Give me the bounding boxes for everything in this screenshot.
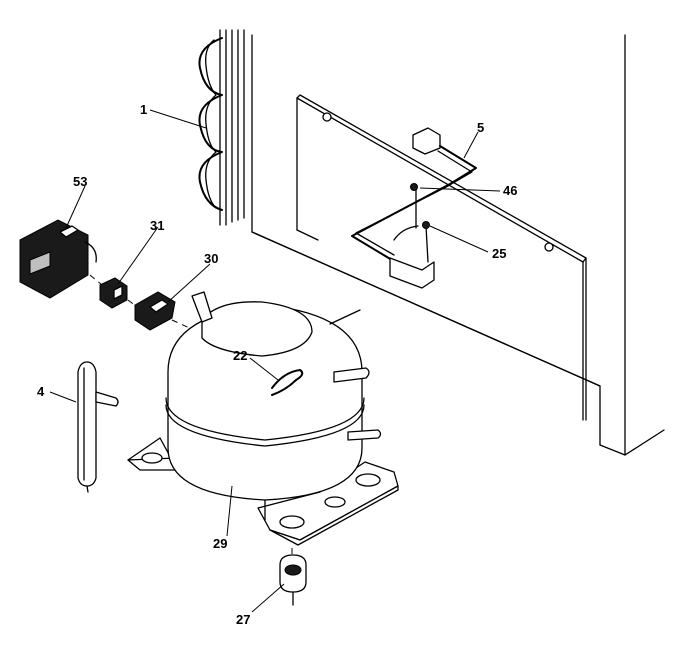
filter-drier	[77, 361, 119, 493]
compressor	[127, 291, 399, 560]
wiring-harness	[351, 127, 477, 289]
label-grommet-wire: 22	[233, 348, 247, 363]
label-wiring-harness: 5	[477, 120, 484, 135]
label-condenser: 1	[140, 102, 147, 117]
label-overload: 31	[150, 218, 164, 233]
label-thermostat-wire: 25	[492, 246, 506, 261]
cover	[134, 291, 206, 336]
overload	[99, 277, 137, 309]
part-labels: 1 5 46 25 53 31 30 4 22 29 27	[37, 102, 517, 627]
screws	[410, 183, 430, 229]
label-screw: 46	[503, 183, 517, 198]
relay	[19, 219, 103, 299]
label-grommet: 27	[236, 612, 250, 627]
leader-lines	[49, 109, 501, 613]
label-relay: 53	[73, 174, 87, 189]
grommet	[279, 554, 307, 606]
condenser-coil	[198, 29, 245, 226]
cabinet-wall	[251, 34, 665, 456]
label-cover: 30	[204, 251, 218, 266]
label-compressor: 29	[213, 536, 227, 551]
label-filter-drier: 4	[37, 384, 45, 399]
